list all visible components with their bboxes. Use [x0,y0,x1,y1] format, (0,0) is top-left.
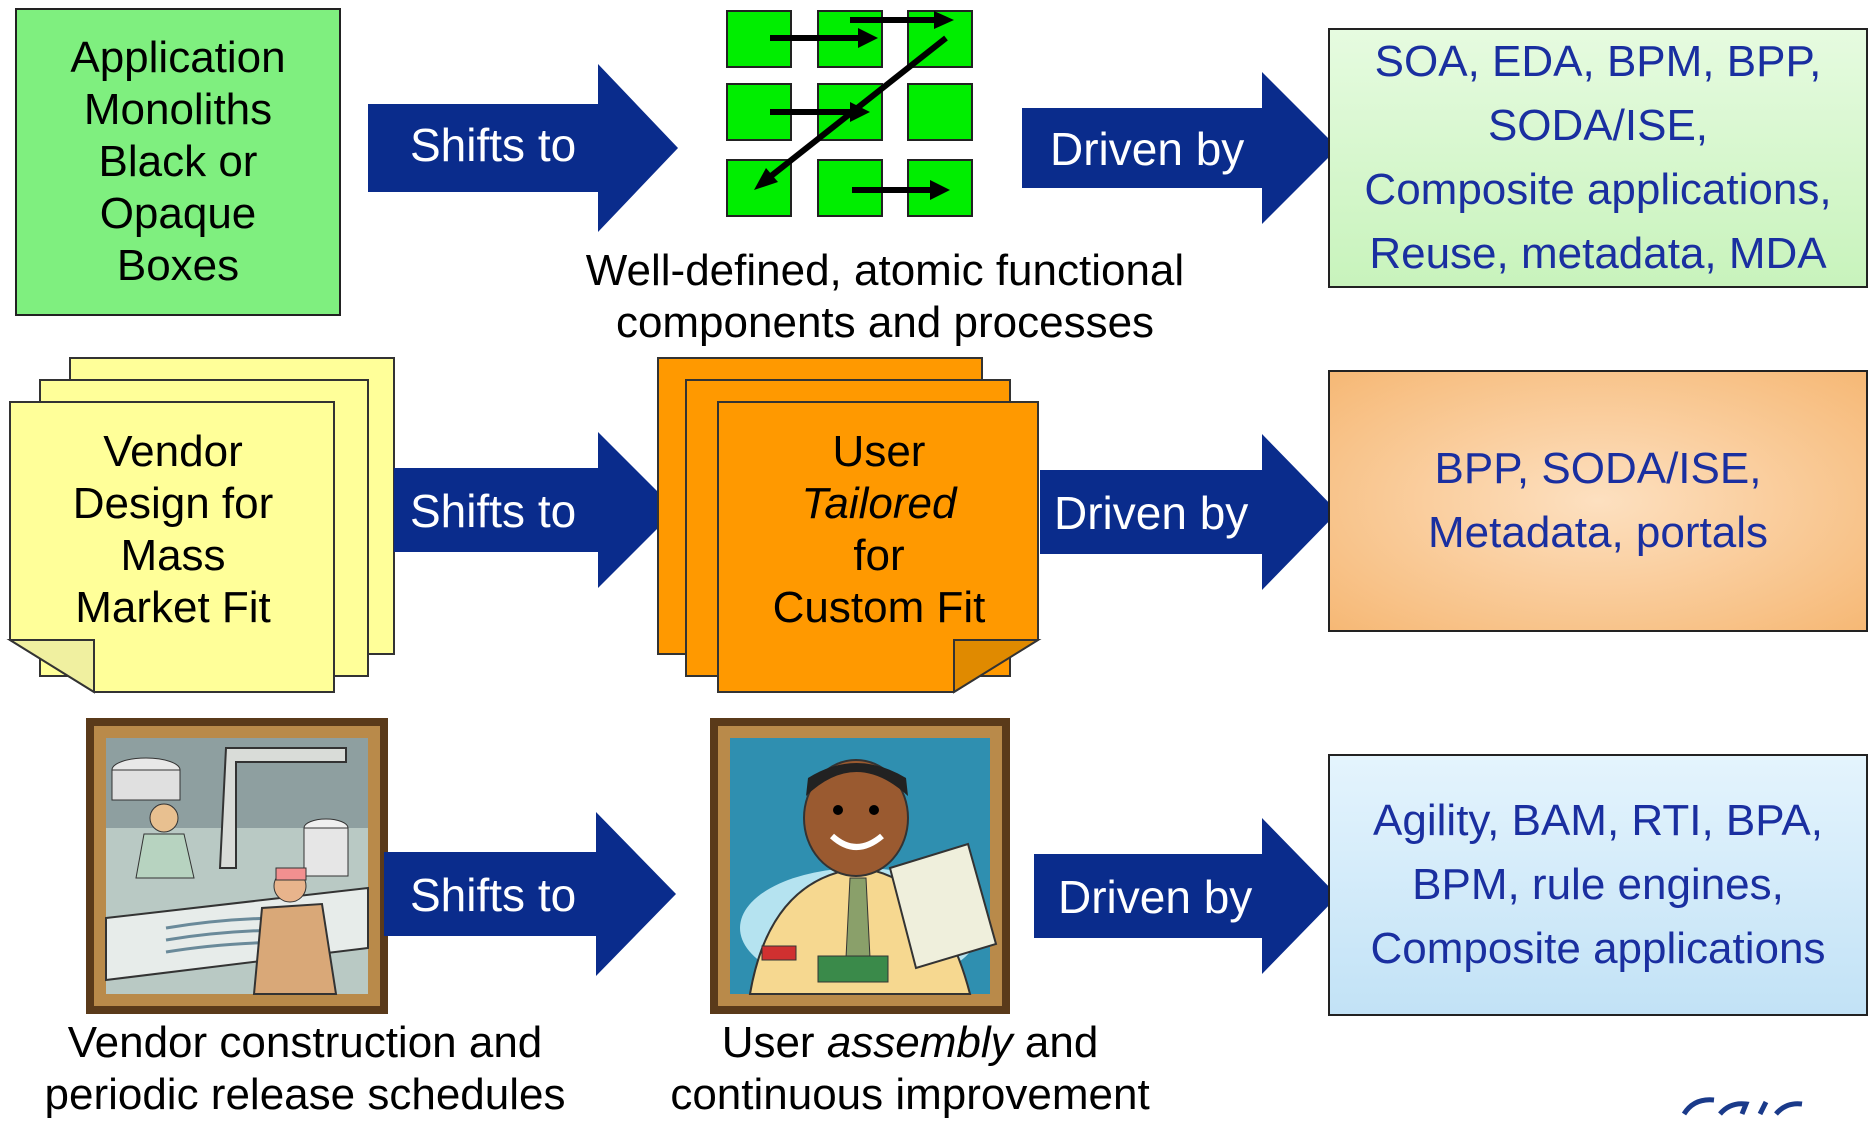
vendor-construction-caption: Vendor construction and periodic release… [0,1017,610,1121]
tailored-line: Tailored [801,479,957,528]
monolith-line: Boxes [116,241,240,290]
tailored-line: User [832,427,926,476]
arrow-shape [1022,72,1338,224]
arrow-label: Shifts to [410,485,577,537]
caption-prefix: User [721,1018,827,1067]
vendor-line: Vendor [103,427,243,476]
monolith-line: Monoliths [83,85,273,134]
driven-by-arrow-2: Driven by [1040,434,1338,590]
driver-line: SODA/ISE, [1487,101,1709,150]
factory-workers-clipart [86,718,388,1014]
drivers-box-3: Agility, BAM, RTI, BPA, BPM, rule engine… [1328,754,1868,1016]
driver-line: SOA, EDA, BPM, BPP, [1374,37,1822,86]
caption-suffix: and [1012,1018,1099,1067]
caption-line: Vendor construction and [67,1018,543,1067]
user-assembly-caption: User assembly and continuous improvement [600,1017,1220,1121]
user-tailored-notes-stack [657,357,1042,694]
caption-line: Well-defined, atomic functional [585,246,1185,295]
components-caption: Well-defined, atomic functional componen… [520,245,1250,349]
shifts-to-arrow-3: Shifts to [384,812,676,976]
user-assembly-clipart [710,718,1010,1014]
arrow-shape [394,432,676,588]
vendor-notes-stack [6,357,395,694]
drivers-box-1: SOA, EDA, BPM, BPP, SODA/ISE, Composite … [1328,28,1868,288]
arrow-shape [1040,434,1338,590]
arrow-label: Driven by [1050,123,1245,175]
arrow-shape [1034,818,1338,974]
arrow-label: Shifts to [410,119,577,171]
caption-italic: assembly [826,1018,1013,1067]
arrow-label: Shifts to [410,869,577,921]
monolith-line: Opaque [99,189,257,238]
driver-line: BPM, rule engines, [1412,860,1784,909]
vendor-design-label: Vendor Design for Mass Market Fit [10,410,336,650]
shifts-to-arrow-1: Shifts to [368,64,678,232]
arrow-shape [368,64,678,232]
driver-line: Reuse, metadata, MDA [1369,229,1827,278]
monolith-line: Application [70,33,286,82]
caption-line: periodic release schedules [44,1070,566,1119]
driver-line: Agility, BAM, RTI, BPA, [1373,796,1823,845]
driven-by-arrow-1: Driven by [1022,72,1338,224]
driven-by-arrow-3: Driven by [1034,818,1338,974]
vendor-line: Mass [120,531,226,580]
vendor-line: Market Fit [75,583,271,632]
caption-line: components and processes [615,298,1155,347]
tailored-line: Custom Fit [772,583,986,632]
arrow-label: Driven by [1054,487,1249,539]
driver-line: Composite applications, [1364,165,1832,214]
tailored-line: for [853,531,905,580]
caption-line: User assembly and [600,1017,1220,1069]
vendor-line: Design for [72,479,274,528]
monolith-box: Application Monoliths Black or Opaque Bo… [15,8,341,316]
driver-line: Composite applications [1370,924,1826,973]
driver-line: BPP, SODA/ISE, [1434,444,1762,493]
logo-fragment [1681,1097,1803,1116]
component-grid-icon [726,10,973,217]
user-tailored-label: User Tailored for Custom Fit [720,410,1038,650]
drivers-box-2: BPP, SODA/ISE, Metadata, portals [1328,370,1868,632]
caption-line: continuous improvement [670,1070,1150,1119]
monolith-line: Black or [98,137,258,186]
driver-line: Metadata, portals [1428,508,1768,557]
arrow-shape [384,812,676,976]
shifts-to-arrow-2: Shifts to [394,432,676,588]
arrow-label: Driven by [1058,871,1253,923]
